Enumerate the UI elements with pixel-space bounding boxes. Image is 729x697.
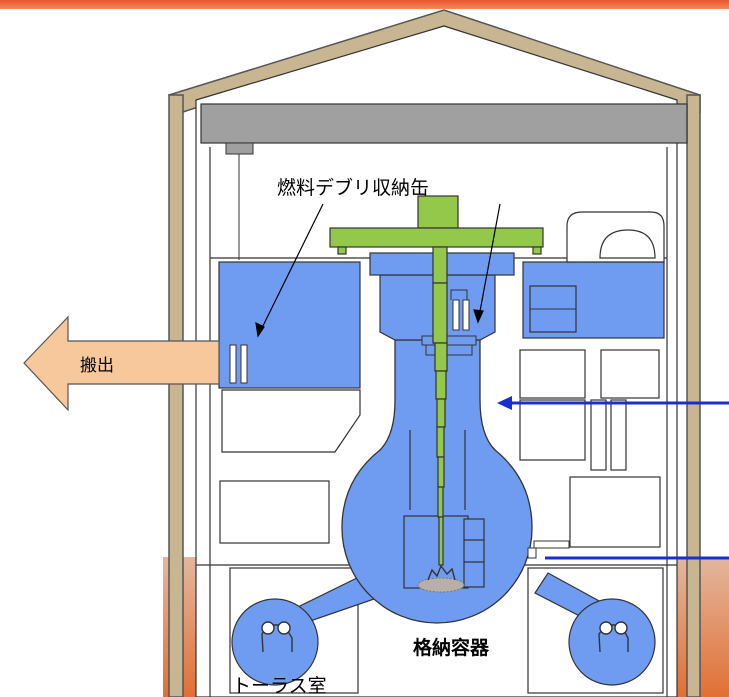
- crane-trolley: [225, 142, 254, 155]
- export-label: 搬出: [80, 356, 114, 376]
- canister-vessel-1: [452, 299, 460, 331]
- vessel-side-pipe: [533, 540, 570, 549]
- building-shell: [167, 9, 701, 697]
- torus-room-label: トーラス室: [232, 675, 327, 697]
- top-banner: [0, 0, 729, 9]
- manipulator-arm: [329, 195, 544, 566]
- canister-pool-2: [240, 344, 248, 384]
- canister-leader-lines: [255, 203, 501, 338]
- fuel-debris: [417, 577, 465, 593]
- canister-vessel-2: [462, 299, 470, 331]
- debris-canister-label: 燃料デブリ収納缶: [277, 176, 429, 199]
- export-arrow[interactable]: [23, 315, 220, 412]
- fuel-pool-left: [218, 261, 361, 389]
- blue-arrowhead: [497, 396, 512, 410]
- crane-beam: [200, 103, 688, 144]
- canister-pool-1: [229, 344, 237, 384]
- torus-left: [231, 598, 319, 686]
- blue-leader-lines: [505, 401, 729, 560]
- torus-right: [568, 598, 656, 686]
- torus-supports: [261, 621, 629, 653]
- containment-vessel-label: 格納容器: [413, 636, 490, 659]
